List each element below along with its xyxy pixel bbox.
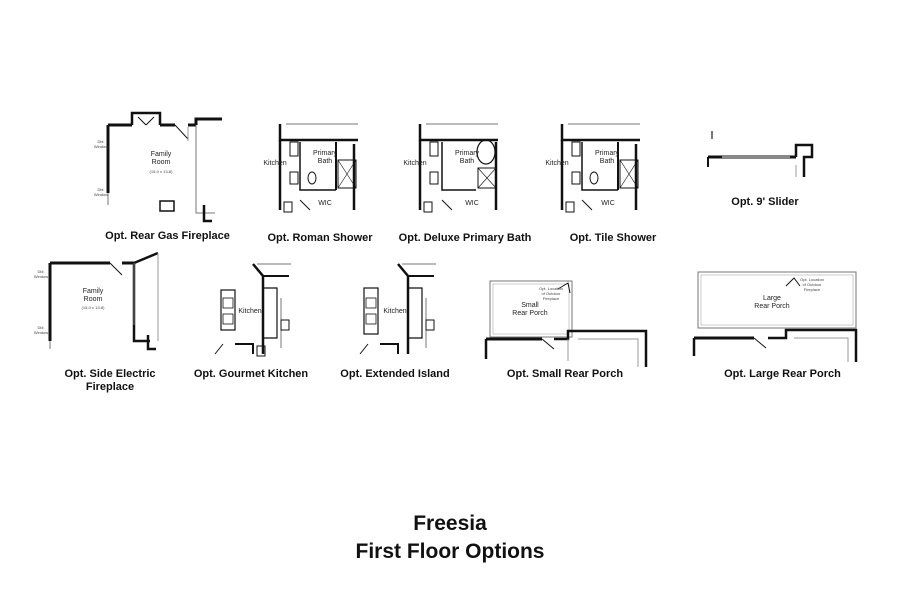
room-label-kitchen: Kitchen [263,160,287,167]
plan-side-electric-fireplace: Family Room (15-0 x 13-8) Dbl. Window Db… [30,245,170,360]
fireplace-note: Opt. Location of Outdoor Fireplace [800,277,824,292]
floor-plan-drawing [48,251,159,351]
plan-extended-island: Kitchen [350,258,440,363]
room-label-family-room: Family Room [82,288,104,303]
plan-roman-shower: Kitchen Primary Bath WIC [258,120,368,220]
plan-subtitle: First Floor Options [355,540,545,563]
room-label-primary-bath: Primary Bath [312,150,338,165]
room-label-kitchen: Kitchen [545,160,569,167]
plan-title: Freesia [413,512,487,535]
plan-gourmet-kitchen: Kitchen [205,258,295,363]
window-label: Dbl. Window [93,187,109,197]
option-caption: Opt. Roman Shower [267,232,373,244]
room-label-wic: WIC [465,200,479,207]
floor-plan-drawing [692,271,858,362]
floor-plan-drawing [418,123,498,213]
plan-large-rear-porch: Large Rear Porch Opt. Location of Outdoo… [690,268,865,368]
room-label-kitchen: Kitchen [383,308,407,315]
window-label: Dbl. Window [33,325,49,335]
room-label-family-room: Family Room [150,151,172,166]
room-dimensions: (15-0 x 13-8) [149,169,173,174]
option-caption: Opt. Gourmet Kitchen [193,368,309,380]
option-caption: Opt. Small Rear Porch [506,368,624,380]
option-caption: Opt. Large Rear Porch [724,368,841,380]
plan-tile-shower: Kitchen Primary Bath WIC [540,120,650,220]
floor-plan-drawing [106,111,222,223]
floor-plan-drawing [707,131,814,177]
option-caption: Opt. Side Electric Fireplace [64,368,156,393]
plan-9ft-slider [700,125,820,185]
floor-plan-drawing [359,263,436,355]
floor-plan-drawing [484,280,648,367]
room-dimensions: (15-0 x 13-8) [81,305,105,310]
floor-plan-drawing [560,123,640,213]
floor-plan-drawing [278,123,358,213]
room-label-kitchen: Kitchen [403,160,427,167]
plan-deluxe-primary-bath: Kitchen Primary Bath WIC [398,120,508,220]
window-label: Dbl. Window [93,139,109,149]
room-label-primary-bath: Primary Bath [454,150,480,165]
room-label-kitchen: Kitchen [238,308,262,315]
room-label-large-rear-porch: Large Rear Porch [754,295,790,310]
plan-rear-gas-fireplace: Family Room (15-0 x 13-8) Dbl. Window Db… [94,105,230,225]
floor-plan-drawing [214,263,291,357]
option-caption: Opt. Rear Gas Fireplace [105,230,230,242]
window-label: Dbl. Window [33,269,49,279]
room-label-wic: WIC [601,200,615,207]
option-caption: Opt. Deluxe Primary Bath [398,232,532,244]
room-label-small-rear-porch: Small Rear Porch [512,302,548,317]
option-caption: Opt. Extended Island [340,368,450,380]
option-caption: Opt. Tile Shower [569,232,657,244]
option-caption: Opt. 9' Slider [731,196,799,208]
plan-small-rear-porch: Small Rear Porch Opt. Location of Outdoo… [478,275,658,370]
room-label-wic: WIC [318,200,332,207]
room-label-primary-bath: Primary Bath [594,150,620,165]
fireplace-note: Opt. Location of Outdoor Fireplace [539,286,563,301]
